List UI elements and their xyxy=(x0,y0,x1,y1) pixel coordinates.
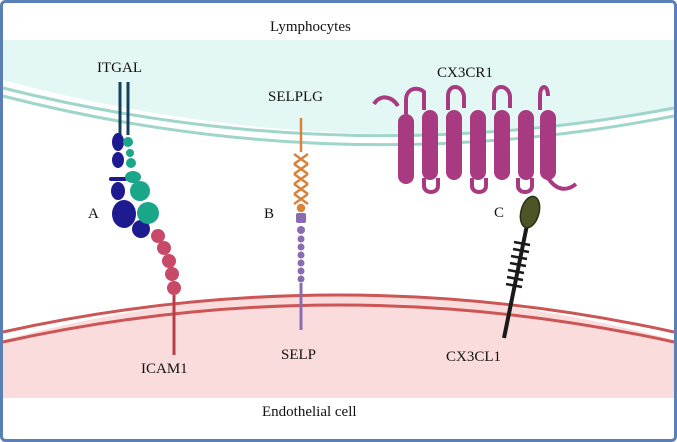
selplg-molecule xyxy=(293,118,309,213)
cx3cl1-ligand xyxy=(502,195,541,339)
endothelial-membrane xyxy=(2,293,675,344)
cx3cl1-label: CX3CL1 xyxy=(446,349,502,365)
cx3cr1-receptor xyxy=(372,85,578,194)
selplg-label: SELPLG xyxy=(268,89,324,105)
panel-letter-a: A xyxy=(88,206,99,222)
selp-molecule xyxy=(296,213,306,330)
selp-label: SELP xyxy=(281,347,317,363)
cx3cr1-label: CX3CR1 xyxy=(437,65,493,81)
lymphocyte-membrane xyxy=(2,86,675,147)
lymphocytes-label: Lymphocytes xyxy=(270,19,351,35)
itgal-label: ITGAL xyxy=(97,60,142,76)
panel-letter-c: C xyxy=(494,205,505,221)
endothelial-cell-label: Endothelial cell xyxy=(262,404,357,420)
icam1-molecule xyxy=(151,229,181,355)
icam1-label: ICAM1 xyxy=(141,361,188,377)
itgal-complex xyxy=(109,82,159,238)
panel-letter-b: B xyxy=(264,206,275,222)
lymphocyte-cytoplasm xyxy=(3,40,674,134)
